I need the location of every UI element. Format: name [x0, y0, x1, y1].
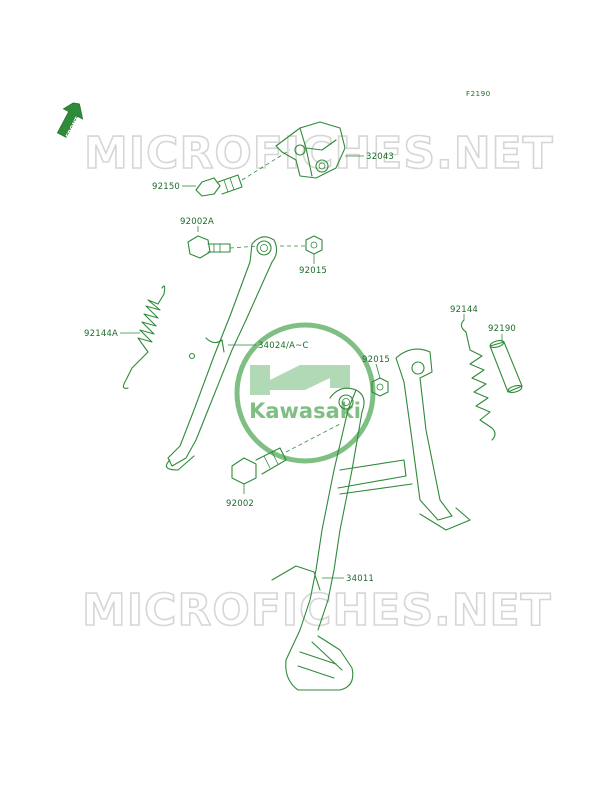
bolt-92002	[231, 423, 341, 485]
part-label-32043: 32043	[366, 152, 394, 162]
part-label-92002A: 92002A	[180, 217, 214, 227]
part-label-34011: 34011	[346, 574, 374, 584]
side-stand-34024	[165, 236, 278, 471]
part-label-92150: 92150	[152, 182, 180, 192]
nut-92015-upper	[280, 235, 323, 255]
part-label-92144: 92144	[450, 305, 478, 315]
logo-wordmark: Kawasaki	[249, 399, 361, 423]
part-label-34024: 34024/A~C	[258, 341, 309, 351]
part-label-92015-lower: 92015	[362, 355, 390, 365]
bolt-92150	[195, 149, 291, 197]
figure-code: F2190	[466, 90, 491, 98]
part-label-92015-upper: 92015	[299, 266, 327, 276]
front-arrow-icon: FRONT	[56, 102, 84, 139]
kawasaki-logo: Kawasaki	[234, 322, 376, 464]
bracket-32043	[275, 121, 346, 179]
part-label-92144A: 92144A	[84, 329, 118, 339]
spring-92144	[460, 319, 496, 441]
collar-92190	[489, 339, 523, 394]
part-label-92190: 92190	[488, 324, 516, 334]
bolt-92002A	[187, 235, 259, 259]
spring-92144A	[122, 285, 166, 389]
part-label-92002: 92002	[226, 499, 254, 509]
watermark-bottom: MICROFICHES.NET	[82, 585, 552, 636]
center-stand-34011	[271, 348, 471, 691]
